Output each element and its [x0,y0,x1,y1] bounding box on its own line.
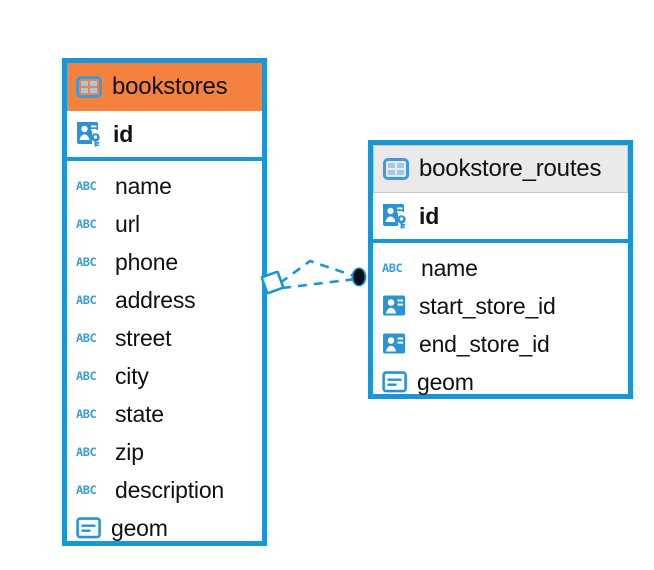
text-type-icon: ABC [76,179,97,193]
text-type-icon: ABC [76,255,97,269]
relationship-connector[interactable] [258,248,378,308]
field-label: name [421,254,478,281]
field-label: id [419,202,440,229]
field-label: description [115,476,225,503]
primary-key-icon [382,203,410,229]
field-row[interactable]: ABC zip [67,433,262,471]
text-type-icon: ABC [76,369,97,383]
field-row[interactable]: ABC state [67,395,262,433]
fields-section: ABC name start_store_id [373,243,628,405]
field-label: address [115,286,196,313]
field-row[interactable]: end_store_id [373,325,628,363]
relationship-line-lower [281,277,357,290]
primary-key-icon [76,121,104,147]
field-label: id [113,120,134,147]
field-label: city [115,362,149,389]
relationship-target-circle-marker [351,267,367,287]
foreign-key-icon [382,332,410,356]
text-type-icon: ABC [76,483,97,497]
field-label: geom [111,514,168,541]
text-type-icon: ABC [76,331,97,345]
field-label: start_store_id [419,292,556,319]
field-row[interactable]: start_store_id [373,287,628,325]
field-row[interactable]: geom [373,363,628,401]
field-label: geom [417,368,474,395]
relationship-line-upper [279,259,358,285]
entity-bookstores[interactable]: bookstores [62,58,267,546]
entity-bookstore-routes[interactable]: bookstore_routes [368,140,633,399]
geometry-type-icon [382,371,408,393]
field-label: name [115,172,172,199]
table-icon [76,76,102,98]
geometry-type-icon [76,517,102,539]
text-type-icon: ABC [76,445,97,459]
entity-title: bookstores [112,73,228,100]
field-label: end_store_id [419,330,550,357]
table-icon [383,158,409,180]
field-label: zip [115,438,144,465]
entity-header-bookstore-routes[interactable]: bookstore_routes [373,145,628,193]
text-type-icon: ABC [76,407,97,421]
field-row[interactable]: ABC city [67,357,262,395]
text-type-icon: ABC [76,293,97,307]
field-row[interactable]: ABC url [67,205,262,243]
field-row[interactable]: id [373,193,628,239]
field-row[interactable]: ABC street [67,319,262,357]
foreign-key-icon [382,294,410,318]
field-label: state [115,400,164,427]
fields-section: ABC name ABC url ABC phone ABC address A… [67,161,262,551]
field-row[interactable]: id [67,111,262,157]
primary-key-section: id [67,111,262,161]
field-label: url [115,210,140,237]
field-label: street [115,324,172,351]
entity-title: bookstore_routes [419,155,602,182]
field-label: phone [115,248,178,275]
field-row[interactable]: ABC name [373,249,628,287]
field-row[interactable]: ABC description [67,471,262,509]
field-row[interactable]: ABC phone [67,243,262,281]
text-type-icon: ABC [382,261,403,275]
primary-key-section: id [373,193,628,243]
field-row[interactable]: ABC name [67,167,262,205]
field-row[interactable]: geom [67,509,262,547]
text-type-icon: ABC [76,217,97,231]
entity-header-bookstores[interactable]: bookstores [67,63,262,111]
field-row[interactable]: ABC address [67,281,262,319]
